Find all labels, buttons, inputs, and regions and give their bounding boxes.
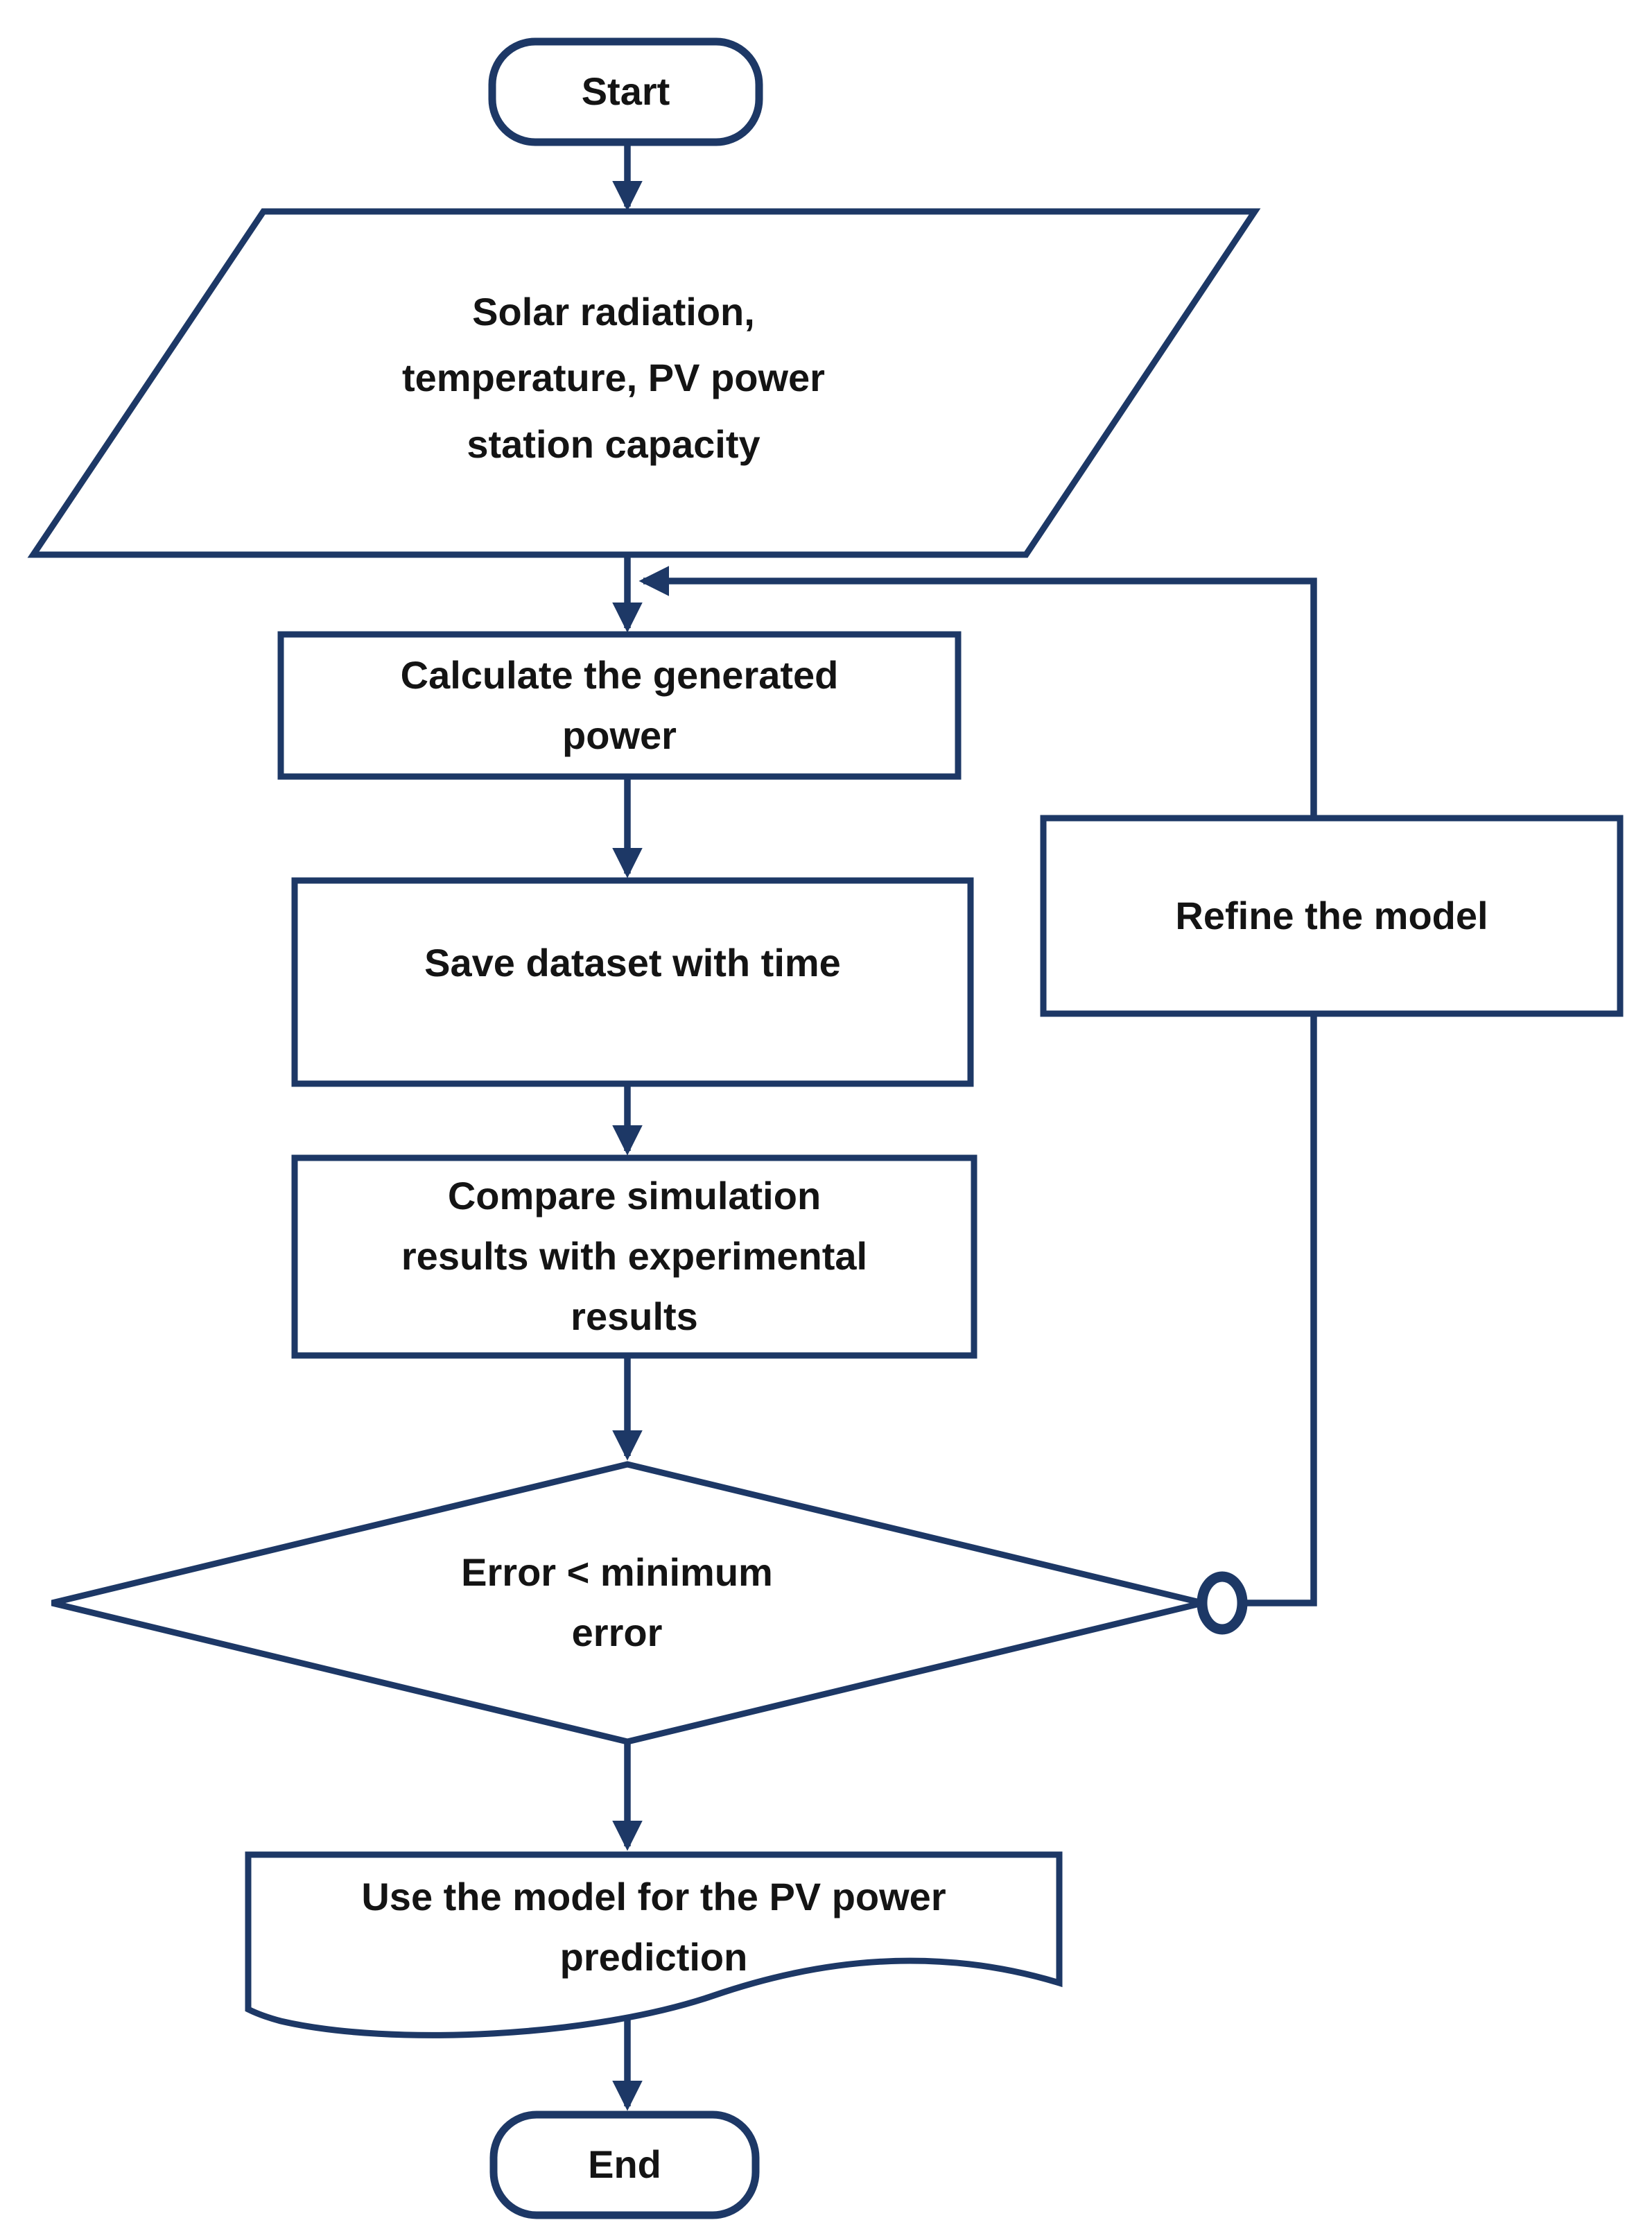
refine-label: Refine the model (1175, 893, 1488, 937)
input-label: Solar radiation, temperature, PV power s… (402, 290, 825, 466)
start-label: Start (581, 69, 670, 114)
end-terminator-shape (489, 2111, 760, 2219)
refine-process-shape (1040, 815, 1624, 1017)
start-terminator-shape (488, 37, 763, 146)
use-model-label: Use the model for the PV power predictio… (361, 1875, 946, 1979)
decision-label: Error < minimum error (461, 1550, 773, 1654)
loop-connector-circle (1197, 1571, 1248, 1635)
input-parallelogram-shape (27, 208, 1261, 558)
save-label: Save dataset with time (424, 941, 841, 985)
save-process-shape (291, 877, 974, 1087)
connector-feedback-loop (638, 566, 1317, 1606)
compare-label: Compare simulation results with experime… (401, 1174, 868, 1338)
calculate-process-shape (277, 631, 962, 780)
end-label: End (588, 2142, 661, 2187)
decision-diamond-shape (51, 1461, 1204, 1745)
compare-process-shape (291, 1154, 977, 1359)
calculate-label: Calculate the generated power (400, 652, 839, 757)
use-model-document-shape (245, 1851, 1063, 2038)
